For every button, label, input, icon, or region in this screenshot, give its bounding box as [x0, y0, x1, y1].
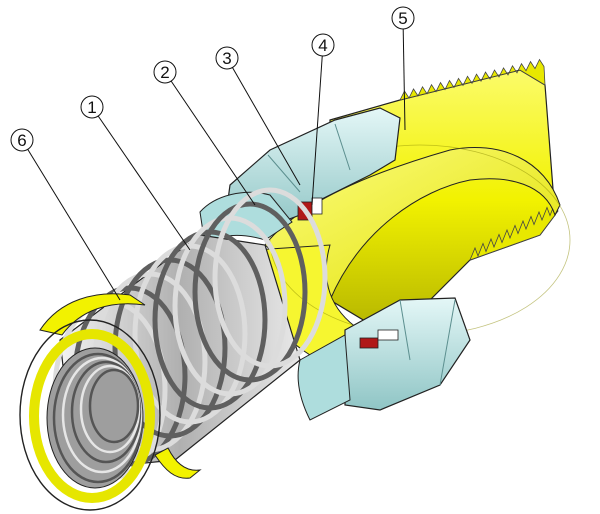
callout-3: 3: [215, 46, 301, 186]
protective-jacket-6: [19, 293, 202, 511]
hose-corrugation: [192, 201, 308, 383]
callout-1: 1: [80, 95, 191, 251]
hose-corrugation: [212, 187, 328, 369]
inner-ring: [88, 368, 140, 444]
callout-label-2: 2: [160, 63, 169, 82]
callout-2: 2: [153, 60, 256, 206]
callout-label-6: 6: [17, 131, 26, 150]
callout-label-5: 5: [398, 9, 407, 28]
callout-4: 4: [311, 33, 335, 206]
callouts: 1 2 3 4 5 6: [10, 6, 415, 301]
callout-label-3: 3: [222, 49, 231, 68]
callout-6: 6: [10, 128, 121, 301]
callout-label-4: 4: [318, 36, 327, 55]
callout-5: 5: [391, 6, 415, 131]
callout-label-1: 1: [87, 98, 96, 117]
